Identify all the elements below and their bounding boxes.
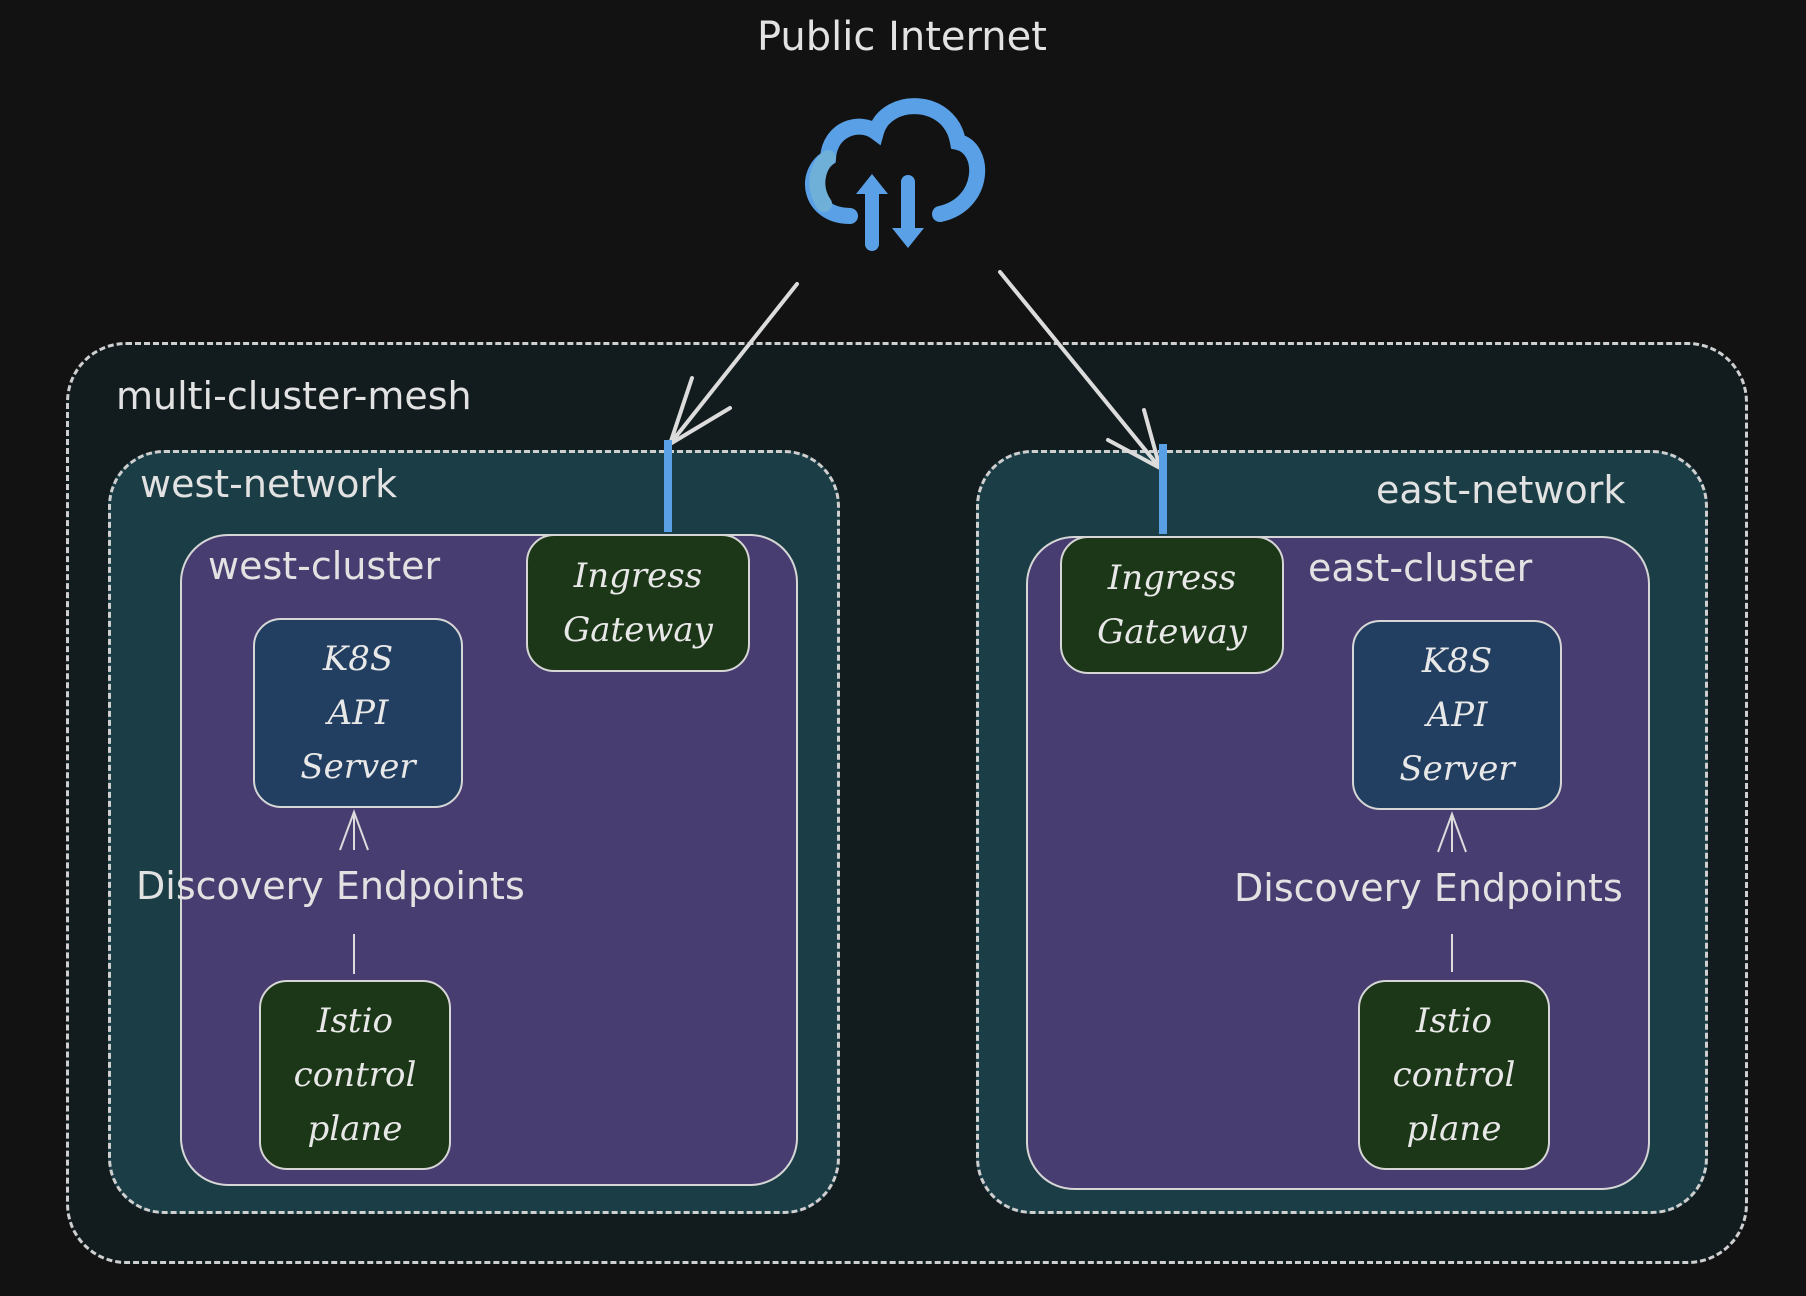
edge-internet-to-east-gateway [998,270,1162,470]
east-discovery-endpoints-label: Discovery Endpoints [1234,866,1623,910]
west-k8s-api-server[interactable]: K8S API Server [253,618,463,808]
west-discovery-endpoints-label: Discovery Endpoints [136,864,525,908]
east-cluster-label: east-cluster [1308,546,1533,590]
west-istio-control-plane[interactable]: Istio control plane [259,980,451,1170]
east-ingress-gateway[interactable]: Ingress Gateway [1060,536,1284,674]
cloud-upload-download-icon [805,98,986,251]
edge-east-istio-to-api [1437,811,1467,972]
mesh-label: multi-cluster-mesh [116,374,472,418]
edge-internet-to-west-gateway [668,282,799,446]
edge-west-istio-to-api [339,809,369,974]
east-network-label: east-network [1376,468,1626,512]
west-ingress-gateway[interactable]: Ingress Gateway [526,534,750,672]
internet-title: Public Internet [757,14,1047,60]
east-k8s-api-server[interactable]: K8S API Server [1352,620,1562,810]
west-cluster-label: west-cluster [208,544,441,588]
east-istio-control-plane[interactable]: Istio control plane [1358,980,1550,1170]
west-network-label: west-network [140,462,398,506]
